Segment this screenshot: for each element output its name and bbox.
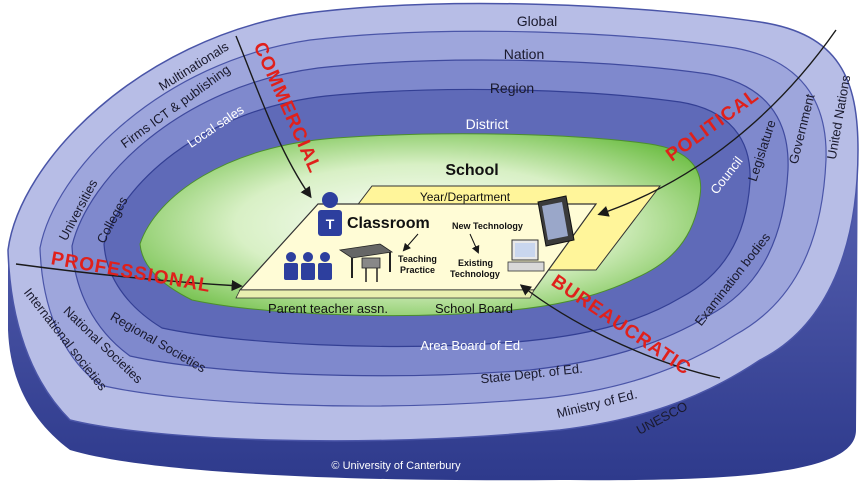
practice-arrow	[402, 233, 419, 252]
tablet-icon	[537, 195, 575, 247]
political-arrow	[597, 29, 837, 217]
region-label: Region	[490, 80, 534, 96]
existing-technology-label-1: Existing	[458, 258, 493, 268]
nation-label: Nation	[504, 46, 544, 62]
students-icon	[284, 252, 332, 280]
teacher-badge: T	[326, 216, 335, 232]
parent-teacher-label: Parent teacher assn.	[268, 301, 388, 316]
classroom-label: Classroom	[347, 215, 430, 232]
bureaucratic-arrow	[519, 284, 721, 379]
computer-icon	[507, 239, 545, 272]
existing-technology-label-2: Technology	[450, 269, 500, 279]
professional-arrow	[15, 263, 243, 292]
existing-arrow	[469, 233, 480, 254]
teaching-practice-label-2: Practice	[400, 265, 435, 275]
new-technology-label: New Technology	[452, 221, 523, 231]
global-label: Global	[517, 13, 557, 29]
teaching-practice-label-1: Teaching	[398, 254, 437, 264]
school-label: School	[445, 162, 498, 179]
school-board-label: School Board	[435, 301, 513, 316]
area-board-label: Area Board of Ed.	[420, 338, 523, 353]
desk-chair-icon	[338, 243, 394, 282]
community-strip	[235, 289, 535, 299]
teacher-icon: T	[318, 192, 342, 236]
commercial-arrow	[235, 35, 312, 199]
year-department-label: Year/Department	[420, 190, 511, 204]
copyright-label: © University of Canterbury	[331, 460, 461, 472]
district-label: District	[466, 116, 509, 132]
